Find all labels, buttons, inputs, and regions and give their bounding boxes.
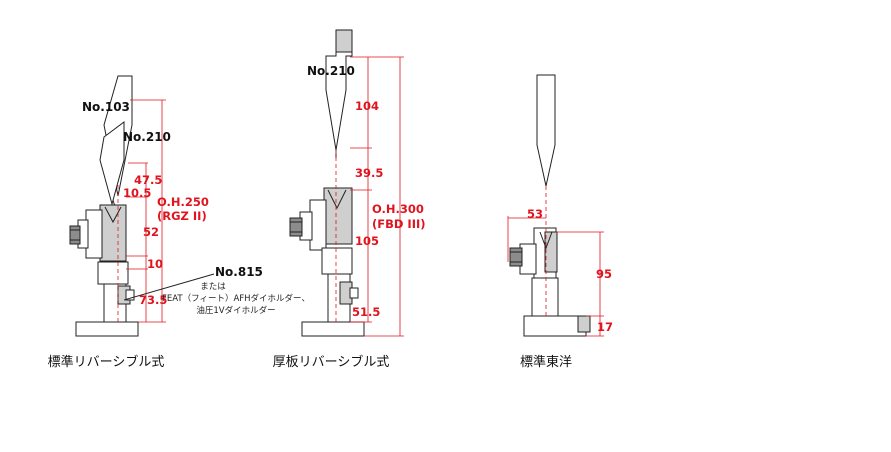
overall-height-300-model: (FBD III) <box>372 217 426 231</box>
die-block <box>99 204 127 262</box>
figure-heavy-plate-reversible: No.210 104 39.5 105 51.5 O.H.300 (FBD II… <box>273 29 426 370</box>
base-plate-heavy <box>301 321 365 337</box>
dim-105: 105 <box>355 234 379 248</box>
dim-53: 53 <box>527 207 543 221</box>
dim-39-5: 39.5 <box>355 166 383 180</box>
dim-51-5: 51.5 <box>352 305 380 319</box>
holder-note-line-1: または <box>200 282 226 292</box>
dim-10-5: 10.5 <box>123 186 151 200</box>
holder-note-line-2: FEAT（フィート）AFHダイホルダー、 <box>162 293 310 304</box>
dim-73-5: 73.5 <box>139 293 167 307</box>
figure-standard-toyo: 53 95 17 標準東洋 <box>507 74 613 370</box>
label-no815: No.815 <box>215 265 263 279</box>
base-standard-toyo <box>523 315 587 337</box>
overall-height-300: O.H.300 <box>372 202 424 216</box>
label-no210: No.210 <box>123 130 171 144</box>
holder-standard-toyo <box>531 277 559 319</box>
die-block-heavy <box>323 187 353 245</box>
overall-height-250: O.H.250 <box>157 195 209 209</box>
base-plate <box>75 321 139 337</box>
caption-standard-toyo: 標準東洋 <box>520 354 572 370</box>
punch-standard-toyo <box>536 74 556 187</box>
holder-note-line-3: 油圧1Vダイホルダー <box>196 305 275 316</box>
holder-leader <box>123 273 215 301</box>
dim-104: 104 <box>355 99 379 113</box>
caption-standard-reversible: 標準リバーシブル式 <box>48 354 165 370</box>
dim-10: 10 <box>147 257 163 271</box>
label-no210-heavy: No.210 <box>307 64 355 78</box>
caption-heavy-plate-reversible: 厚板リバーシブル式 <box>273 354 390 370</box>
label-no103: No.103 <box>82 100 130 114</box>
figure-standard-reversible: No.103 No.210 47.5 10.5 52 10 73.5 O.H.2… <box>48 75 310 370</box>
dim-47-5: 47.5 <box>134 173 162 187</box>
dim-95: 95 <box>596 267 612 281</box>
punch-no210 <box>99 121 125 206</box>
dim-52: 52 <box>143 225 159 239</box>
dim-17: 17 <box>597 320 613 334</box>
overall-height-250-model: (RGZ II) <box>157 209 207 223</box>
